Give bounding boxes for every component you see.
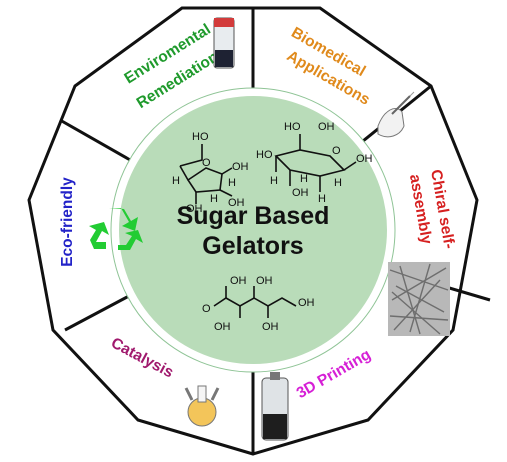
pyranose-atom: OH	[292, 187, 309, 199]
openchain-atom: OH	[214, 321, 231, 333]
pyranose-atom: OH	[356, 153, 373, 165]
center-title-line1: Sugar Based	[177, 202, 330, 230]
segment-label-line1: Eco-friendly	[59, 177, 76, 267]
pyranose-atom: H	[318, 193, 326, 205]
furanose-atom: OH	[232, 161, 249, 173]
openchain-molecule: O OH OH OH OH OH	[202, 275, 315, 333]
pyranose-atom: HO	[284, 121, 301, 133]
openchain-atom: OH	[230, 275, 247, 287]
furanose-atom: H	[172, 175, 180, 187]
pyranose-atom: H	[270, 175, 278, 187]
pyranose-atom: H	[300, 173, 308, 185]
furanose-atom: HO	[192, 131, 209, 143]
furanose-atom: H	[210, 193, 218, 205]
openchain-atom: OH	[298, 297, 315, 309]
gloved-hand-syringe-icon	[377, 91, 415, 138]
pyranose-atom: O	[332, 145, 341, 157]
furanose-atom: H	[228, 177, 236, 189]
center-circle-ring	[110, 87, 396, 373]
recycle-icon	[89, 208, 143, 250]
pyranose-molecule: HO OH O HO OH H H OH H H	[256, 121, 373, 205]
furanose-atom: OH	[186, 203, 203, 215]
openchain-atom: O	[202, 303, 211, 315]
furanose-molecule: HO O OH H H OH H OH	[172, 131, 249, 215]
pyranose-atom: HO	[256, 149, 273, 161]
openchain-atom: OH	[262, 321, 279, 333]
center-title-line2: Gelators	[202, 232, 303, 260]
furanose-atom: O	[202, 157, 211, 169]
segment-eco-friendly: Eco-friendly	[59, 177, 76, 267]
fiber-micrograph-icon	[388, 262, 450, 336]
openchain-atom: OH	[256, 275, 273, 287]
center-circle	[111, 88, 395, 372]
round-flask-icon	[184, 385, 220, 427]
printed-vial-icon	[261, 372, 289, 441]
furanose-atom: OH	[228, 197, 245, 209]
pyranose-atom: H	[334, 177, 342, 189]
vial-icon	[213, 17, 235, 69]
pyranose-atom: OH	[318, 121, 335, 133]
